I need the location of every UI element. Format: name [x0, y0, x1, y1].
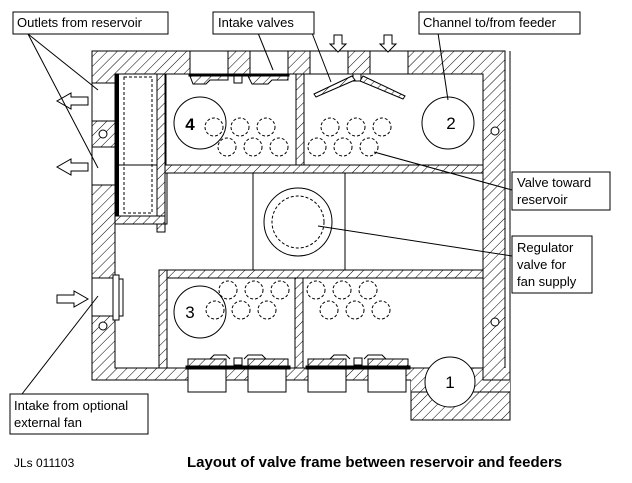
feeder-channel-2: 2 — [421, 96, 475, 150]
arrow-down-icon — [378, 34, 398, 53]
feeder-circle — [424, 356, 476, 408]
top-openings — [189, 50, 409, 75]
callout-text: Regulator — [517, 240, 574, 255]
intake-valves-top-left — [188, 73, 290, 85]
signature: JLs 011103 — [14, 456, 75, 470]
feeder-channel-1: 1 — [424, 356, 476, 408]
feeder-channel-3: 3 — [173, 285, 227, 339]
callout-text: fan supply — [517, 274, 577, 289]
diagram-title: Layout of valve frame between reservoir … — [187, 454, 562, 471]
callout-text: reservoir — [517, 192, 568, 207]
callout-valve-toward: Valve toward reservoir — [511, 171, 611, 211]
feeder-number: 4 — [185, 115, 195, 134]
lower-compartments — [158, 269, 484, 369]
arrow-left-icon — [55, 92, 89, 110]
reservoir-outlet-chamber — [114, 73, 168, 233]
callout-regulator: Regulator valve for fan supply — [511, 235, 593, 294]
feeder-circle — [173, 285, 227, 339]
pallet-valves-dashed — [204, 117, 392, 320]
callout-outlets: Outlets from reservoir — [12, 11, 169, 35]
arrow-right-icon — [56, 290, 90, 308]
arrow-left-icon — [55, 158, 89, 176]
fan-intake-flange — [112, 274, 124, 321]
callout-text: Channel to/from feeder — [423, 15, 557, 30]
feeder-number: 3 — [185, 303, 194, 322]
intake-valves-top-right — [313, 73, 406, 100]
callout-text: Valve toward — [517, 175, 591, 190]
callout-intake-fan: Intake from optional external fan — [9, 393, 149, 435]
regulator-chamber — [252, 172, 346, 271]
callout-text: Outlets from reservoir — [17, 15, 143, 30]
arrow-down-icon — [328, 34, 348, 53]
callout-text: valve for — [517, 257, 567, 272]
callout-text: external fan — [14, 415, 82, 430]
feeder-number: 2 — [446, 114, 455, 133]
callout-text: Intake valves — [218, 15, 294, 30]
bolt-holes — [98, 126, 500, 331]
callout-intake-valves: Intake valves — [212, 11, 315, 35]
regulator-valve — [263, 187, 333, 257]
callout-channel: Channel to/from feeder — [418, 11, 581, 35]
feeder-circle — [173, 96, 227, 150]
valves-bottom — [185, 354, 411, 370]
feeder-number: 1 — [445, 373, 454, 392]
callout-text: Intake from optional — [14, 398, 128, 413]
feeder-channel-4: 4 — [173, 96, 227, 150]
flow-arrows — [55, 34, 398, 308]
left-openings — [91, 82, 116, 317]
leader-lines — [21, 32, 513, 395]
